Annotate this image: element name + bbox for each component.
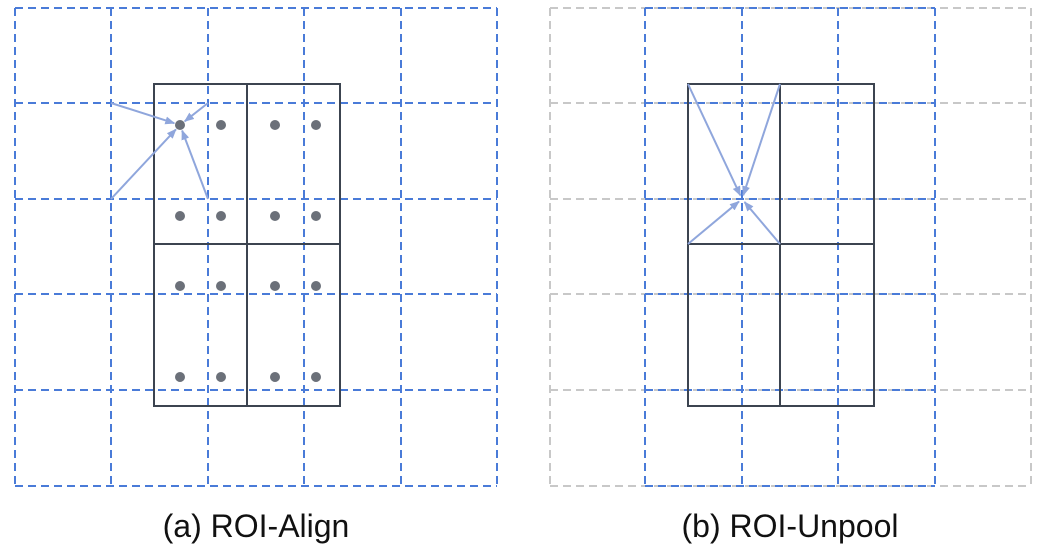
sampling-point: [216, 211, 226, 221]
feature-grid-dashed: [644, 7, 936, 487]
arrow: [743, 201, 781, 245]
sampling-point: [175, 372, 185, 382]
arrow: [687, 83, 742, 197]
sampling-point: [270, 211, 280, 221]
sampling-point: [311, 211, 321, 221]
arrow: [742, 83, 781, 197]
sampling-points: [175, 120, 321, 382]
sampling-point: [175, 281, 185, 291]
arrow: [110, 102, 176, 125]
arrow: [183, 102, 209, 123]
caption-roi-align: (a) ROI-Align: [163, 508, 350, 544]
caption-roi-unpool: (b) ROI-Unpool: [682, 508, 899, 544]
sampling-point: [311, 372, 321, 382]
sampling-point: [216, 281, 226, 291]
sampling-point: [175, 211, 185, 221]
arrow: [110, 128, 177, 200]
sampling-point: [270, 120, 280, 130]
sampling-point: [216, 120, 226, 130]
arrow: [181, 129, 209, 200]
inactive-grid-dashed: [549, 7, 1032, 487]
feature-grid-dashed: [14, 7, 498, 487]
roi-box: [687, 83, 875, 407]
bilinear-interpolation-arrows: [110, 102, 209, 200]
sampling-point: [311, 120, 321, 130]
sampling-point: [270, 281, 280, 291]
sampling-point: [270, 372, 280, 382]
sampling-point: [216, 372, 226, 382]
panel-roi-unpool: (b) ROI-Unpool: [549, 7, 1032, 544]
unpool-arrows: [687, 83, 781, 245]
arrow: [687, 200, 740, 245]
roi-box: [153, 83, 341, 407]
sampling-point: [175, 120, 185, 130]
sampling-point: [311, 281, 321, 291]
panel-roi-align: (a) ROI-Align: [14, 7, 498, 544]
